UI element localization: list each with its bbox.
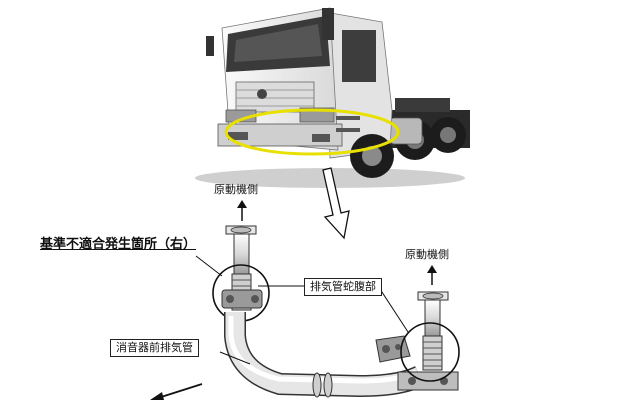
hollow-arrow-down-icon	[322, 167, 350, 240]
left-exhaust-pipe	[221, 225, 263, 311]
leader-line-bellows-right	[377, 285, 409, 333]
arrow-up-icon	[237, 200, 247, 221]
arrow-left-icon	[150, 383, 203, 400]
location-title: 基準不適合発生箇所（右）	[40, 237, 197, 252]
leader-line-location	[195, 255, 223, 277]
detail-circle-right	[400, 322, 460, 382]
truck-image	[195, 7, 470, 188]
exhaust-bellows-label: 排気管蛇腹部	[304, 278, 382, 297]
highlight-ellipse	[224, 108, 400, 156]
engine-side-label-top: 原動機側	[214, 183, 258, 196]
front-pipe-label: 消音器前排気管	[110, 339, 199, 358]
engine-side-label-right: 原動機側	[405, 248, 449, 261]
arrow-up-icon	[427, 265, 437, 285]
leader-line-front-pipe	[219, 351, 251, 365]
